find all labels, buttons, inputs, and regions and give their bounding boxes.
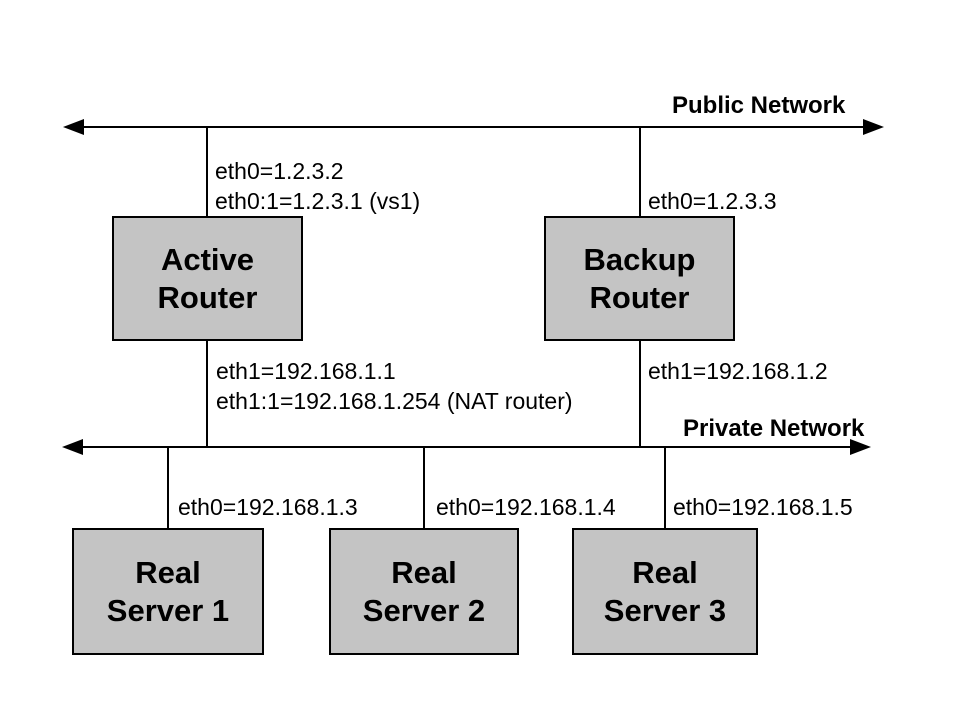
- real-server-3-interface-label: eth0=192.168.1.5: [673, 492, 853, 522]
- active-router-name-line2: Router: [157, 279, 258, 315]
- public-network-label: Public Network: [672, 92, 846, 119]
- real-server-2-name-line1: Real: [391, 554, 457, 590]
- real-server-2-interface-label: eth0=192.168.1.4: [436, 492, 616, 522]
- real-server-1-link-line: [167, 446, 169, 528]
- active-router-public-interface-labels: eth0=1.2.3.2 eth0:1=1.2.3.1 (vs1): [215, 156, 420, 216]
- active-router-box: Active Router: [112, 216, 303, 341]
- active-router-private-interface-labels: eth1=192.168.1.1 eth1:1=192.168.1.254 (N…: [216, 356, 573, 416]
- interface-label: eth0=1.2.3.2: [215, 158, 344, 184]
- real-server-2-link-line: [423, 446, 425, 528]
- real-server-3-name-line2: Server 3: [603, 592, 727, 628]
- real-server-1-name-line1: Real: [135, 554, 201, 590]
- interface-label: eth0=1.2.3.3: [648, 188, 777, 214]
- active-router-public-link-line: [206, 126, 208, 217]
- private-network-arrow-left-icon: [62, 439, 83, 455]
- real-server-3-box: Real Server 3: [572, 528, 758, 655]
- active-router-name-line1: Active: [160, 241, 255, 277]
- backup-router-private-link-line: [639, 340, 641, 448]
- backup-router-box: Backup Router: [544, 216, 735, 341]
- interface-label: eth0=192.168.1.4: [436, 494, 616, 520]
- real-server-3-name-line1: Real: [632, 554, 698, 590]
- private-network-label: Private Network: [683, 415, 865, 442]
- interface-label: eth1:1=192.168.1.254 (NAT router): [216, 388, 573, 414]
- interface-label: eth1=192.168.1.2: [648, 358, 828, 384]
- public-network-line: [72, 126, 872, 128]
- backup-router-public-interface-labels: eth0=1.2.3.3: [648, 186, 777, 216]
- backup-router-name-line1: Backup: [583, 241, 696, 277]
- interface-label: eth0:1=1.2.3.1 (vs1): [215, 188, 421, 214]
- backup-router-name-line2: Router: [589, 279, 690, 315]
- real-server-2-box: Real Server 2: [329, 528, 519, 655]
- real-server-2-name-line2: Server 2: [362, 592, 486, 628]
- interface-label: eth0=192.168.1.5: [673, 494, 853, 520]
- backup-router-public-link-line: [639, 126, 641, 217]
- public-network-arrow-right-icon: [863, 119, 884, 135]
- public-network-arrow-left-icon: [63, 119, 84, 135]
- private-network-arrow-right-icon: [850, 439, 871, 455]
- active-router-private-link-line: [206, 340, 208, 448]
- real-server-1-interface-label: eth0=192.168.1.3: [178, 492, 358, 522]
- real-server-1-name-line2: Server 1: [106, 592, 230, 628]
- interface-label: eth0=192.168.1.3: [178, 494, 358, 520]
- real-server-1-box: Real Server 1: [72, 528, 264, 655]
- backup-router-private-interface-labels: eth1=192.168.1.2: [648, 356, 828, 386]
- real-server-3-link-line: [664, 446, 666, 528]
- private-network-line: [68, 446, 860, 448]
- interface-label: eth1=192.168.1.1: [216, 358, 396, 384]
